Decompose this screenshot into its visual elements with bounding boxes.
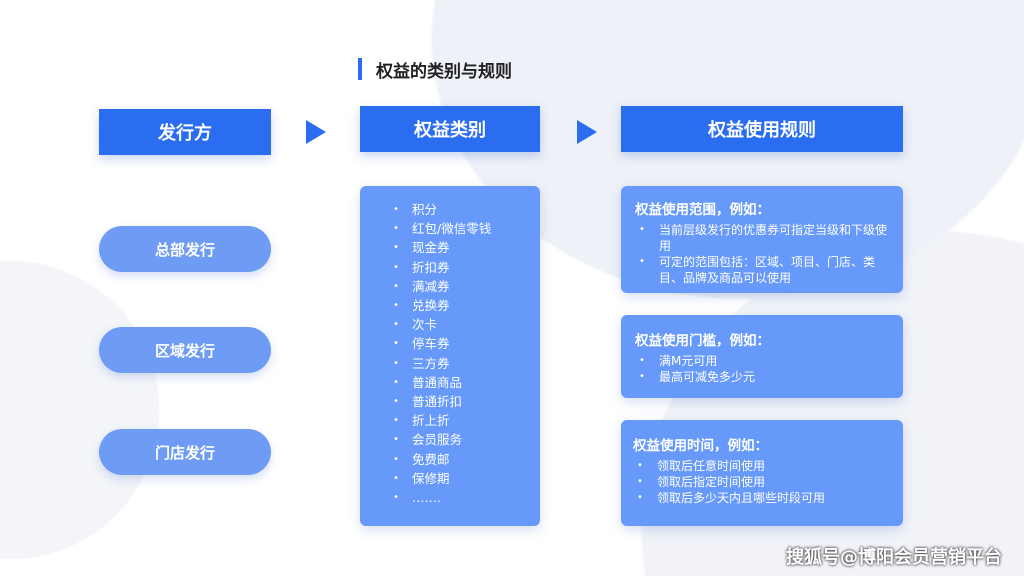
- rule-item: 领取后指定时间使用: [633, 474, 891, 490]
- category-item: 停车券: [360, 334, 540, 353]
- page-title: 权益的类别与规则: [376, 62, 512, 82]
- category-item: 会员服务: [360, 430, 540, 449]
- rule-item: 当前层级发行的优惠券可指定当级和下级使用: [635, 222, 889, 254]
- category-item: 普通商品: [360, 373, 540, 392]
- arrow-right-icon: [306, 120, 326, 144]
- watermark: 搜狐号@博阳会员营销平台: [786, 547, 1002, 568]
- category-item: …….: [360, 488, 540, 507]
- rule-item: 满M元可用: [635, 353, 889, 369]
- category-card: 积分红包/微信零钱现金券折扣券满减券兑换券次卡停车券三方券普通商品普通折扣折上折…: [360, 186, 540, 526]
- header-issuer: 发行方: [99, 109, 271, 155]
- header-category: 权益类别: [360, 106, 540, 152]
- category-item: 折上折: [360, 411, 540, 430]
- rule-card-time: 权益使用时间，例如： 领取后任意时间使用领取后指定时间使用领取后多少天内且哪些时…: [621, 420, 903, 526]
- rule-card-scope: 权益使用范围，例如： 当前层级发行的优惠券可指定当级和下级使用可定的范围包括：区…: [621, 186, 903, 293]
- category-item: 折扣券: [360, 258, 540, 277]
- rule-title: 权益使用时间，例如：: [633, 438, 768, 454]
- rule-item: 领取后多少天内且哪些时段可用: [633, 490, 891, 506]
- rule-title: 权益使用范围，例如：: [635, 202, 770, 218]
- category-item: 次卡: [360, 315, 540, 334]
- category-item: 现金券: [360, 238, 540, 257]
- category-item: 满减券: [360, 277, 540, 296]
- rule-item: 领取后任意时间使用: [633, 458, 891, 474]
- title-accent-bar: [358, 58, 362, 80]
- category-list: 积分红包/微信零钱现金券折扣券满减券兑换券次卡停车券三方券普通商品普通折扣折上折…: [360, 200, 540, 507]
- issuer-store: 门店发行: [99, 429, 271, 475]
- arrow-right-icon: [577, 120, 597, 144]
- issuer-region: 区域发行: [99, 327, 271, 373]
- rule-item: 最高可减免多少元: [635, 369, 889, 385]
- header-rules: 权益使用规则: [621, 106, 903, 152]
- category-item: 保修期: [360, 469, 540, 488]
- rule-title: 权益使用门槛，例如：: [635, 333, 770, 349]
- category-item: 免费邮: [360, 450, 540, 469]
- category-item: 积分: [360, 200, 540, 219]
- rule-card-threshold: 权益使用门槛，例如： 满M元可用最高可减免多少元: [621, 315, 903, 398]
- issuer-headquarters: 总部发行: [99, 226, 271, 272]
- rule-item: 可定的范围包括：区域、项目、门店、类目、品牌及商品可以使用: [635, 254, 889, 286]
- category-item: 三方券: [360, 354, 540, 373]
- category-item: 普通折扣: [360, 392, 540, 411]
- category-item: 红包/微信零钱: [360, 219, 540, 238]
- category-item: 兑换券: [360, 296, 540, 315]
